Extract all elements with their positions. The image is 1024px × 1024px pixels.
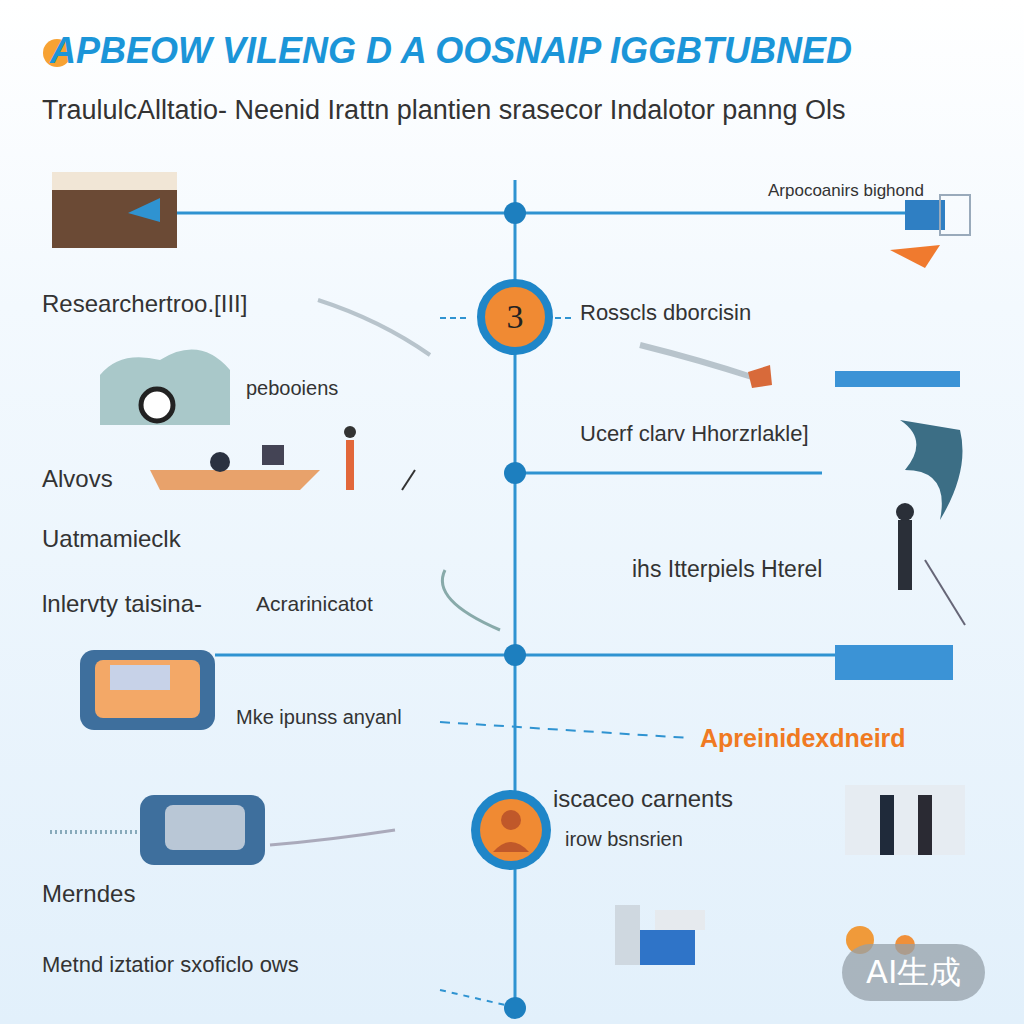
orange-circle xyxy=(471,790,551,870)
title: APBEOW VILENG D A OOSNAIP IGGBTUBNED xyxy=(50,30,852,71)
step-circle: 3 xyxy=(477,279,553,355)
item-label: Acrarinicatot xyxy=(256,592,373,616)
item-label: Uatmamieclk xyxy=(42,525,181,553)
step-number: 3 xyxy=(507,298,524,336)
item-label: Metnd iztatior sxoficlo ows xyxy=(42,952,299,977)
item-label: Mke ipunss anyanl xyxy=(236,706,402,729)
item-label: Alvovs xyxy=(42,465,113,493)
item-label: pebooiens xyxy=(246,377,338,400)
subtitle: TraululcAlltatio- Neenid Irattn plantien… xyxy=(42,95,845,126)
item-label: lnlervty taisina- xyxy=(42,590,202,618)
highlight-label: Apreinidexdneird xyxy=(700,724,906,753)
timeline-dots xyxy=(504,202,526,1019)
item-label: iscaceo carnents xyxy=(553,785,733,813)
item-label: Researchertroo.[III] xyxy=(42,290,247,318)
timeline-lines xyxy=(150,180,905,1008)
note: Arpocoanirs bighond xyxy=(768,181,924,201)
item-label: Merndes xyxy=(42,880,135,908)
item-label: irow bsnsrien xyxy=(565,828,683,851)
item-label: ihs Itterpiels Hterel xyxy=(632,556,822,582)
item-label: Ucerf clarv Hhorzrlakle] xyxy=(580,421,809,446)
item-label: Rosscls dborcisin xyxy=(580,300,751,325)
watermark: AI生成 xyxy=(842,944,985,1001)
